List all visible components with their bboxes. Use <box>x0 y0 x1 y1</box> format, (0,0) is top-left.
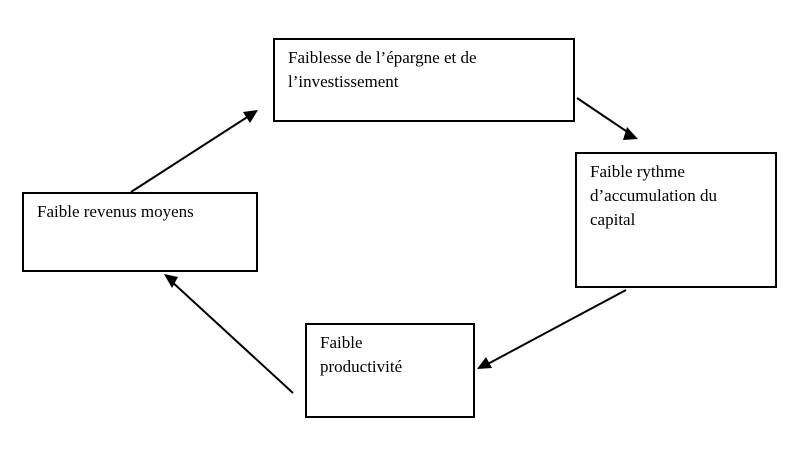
edge-line <box>130 113 253 193</box>
arrowhead-icon <box>477 357 492 369</box>
node-faible-rythme-accumulation-capital[interactable]: Faible rythme d’accumulation du capital <box>575 152 777 288</box>
arrowhead-icon <box>623 127 638 140</box>
edge-capital-to-productivite <box>477 289 627 369</box>
node-label: Faible rythme d’accumulation du capital <box>590 162 717 230</box>
edge-line <box>576 97 633 136</box>
node-faiblesse-epargne-investissement[interactable]: Faiblesse de l’épargne et de l’investiss… <box>273 38 575 122</box>
node-label: Faible productivité <box>320 333 403 377</box>
node-label: Faible revenus moyens <box>37 202 194 221</box>
node-label: Faiblesse de l’épargne et de l’investiss… <box>288 48 477 92</box>
edge-line <box>483 289 627 367</box>
arrowhead-icon <box>243 110 258 123</box>
edge-epargne-to-capital <box>576 97 638 140</box>
node-faible-revenus-moyens[interactable]: Faible revenus moyens <box>22 192 258 272</box>
edge-revenus-to-epargne <box>130 110 258 193</box>
edge-productivite-to-revenus <box>164 274 294 394</box>
edge-line <box>169 279 294 394</box>
arrowhead-icon <box>164 274 178 288</box>
node-faible-productivite[interactable]: Faible productivité <box>305 323 475 418</box>
